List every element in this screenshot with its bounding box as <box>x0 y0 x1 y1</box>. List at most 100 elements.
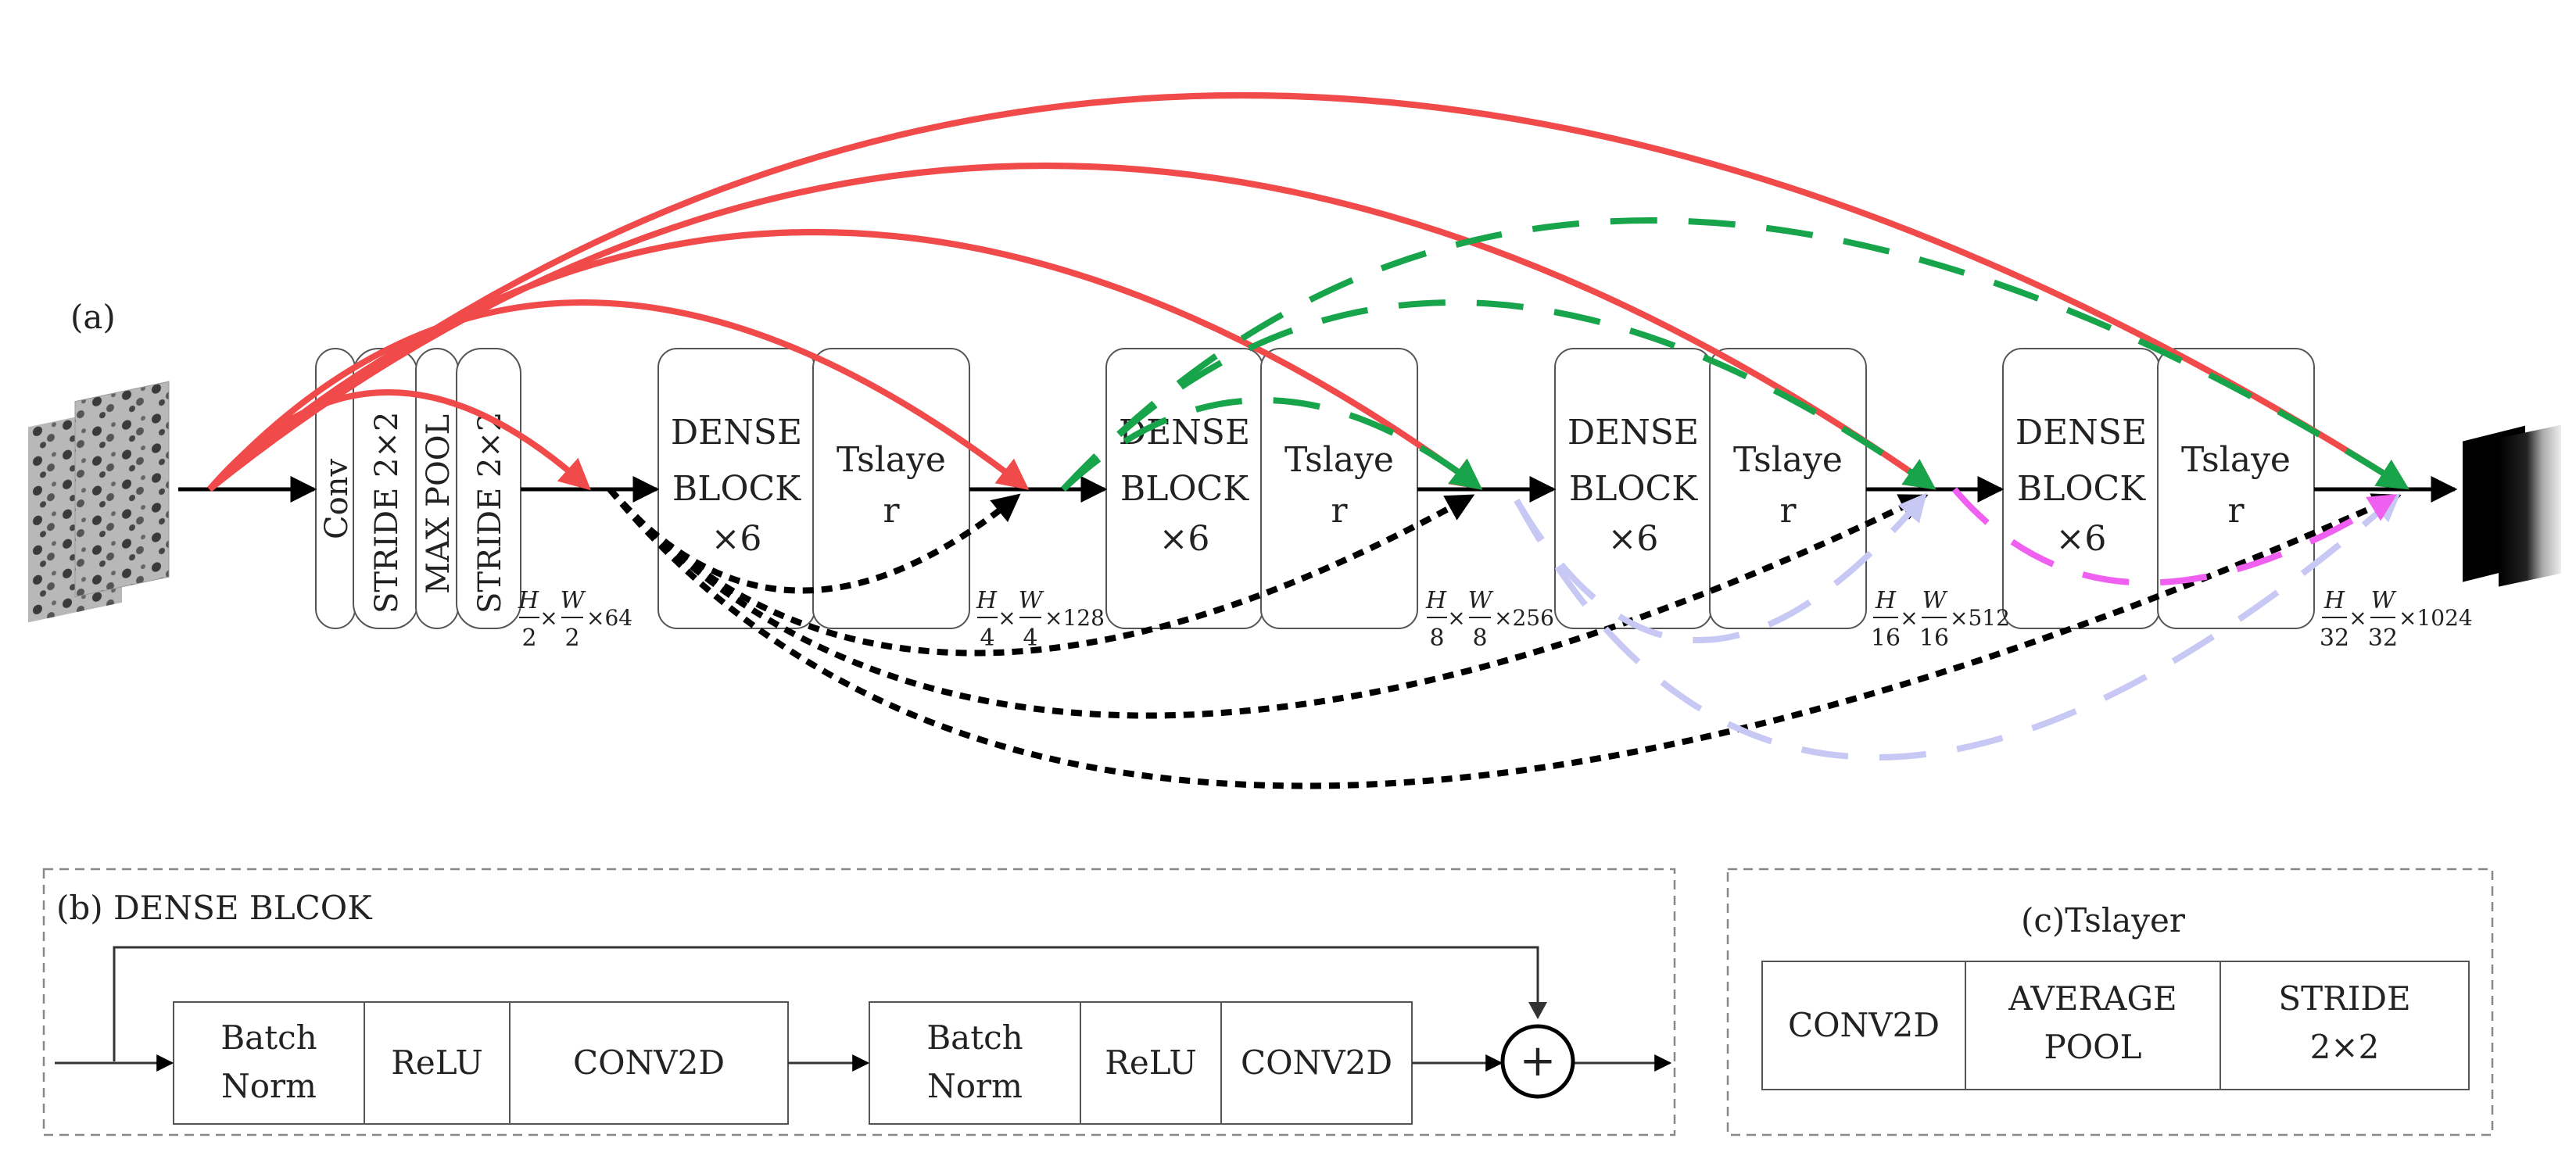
bn-1-line-1: Batch <box>220 1018 317 1057</box>
shape-3-hd: 8 <box>1429 625 1444 652</box>
shape-1-wd: 2 <box>564 625 579 652</box>
shape-3-times: × <box>1447 605 1465 631</box>
tslayer-stride-cell <box>2220 961 2470 1090</box>
panel-c: (c)Tslayer CONV2D AVERAGE POOL STRIDE 2×… <box>1726 868 2494 1136</box>
shape-3-h: H <box>1425 587 1447 614</box>
dotted-skip-3 <box>607 487 1929 719</box>
red-skip-5 <box>207 92 2409 492</box>
tslayer-avgpool-line-2: POOL <box>2044 1028 2141 1066</box>
output-image-stack-icon <box>2463 424 2561 587</box>
shape-1-c: ×64 <box>586 605 632 631</box>
bypass-arrowhead-icon <box>1528 1002 1547 1019</box>
green-skip-3 <box>1061 217 2409 492</box>
transition-3-line-1: Tslaye <box>1733 440 1843 480</box>
stem-conv-label: Conv <box>319 459 355 539</box>
dense-block-4-line-3: ×6 <box>2056 519 2107 559</box>
shape-label-5: H 32 × W 32 ×1024 <box>2320 587 2473 652</box>
bn-2-line-2: Norm <box>927 1067 1023 1105</box>
bn-block-2 <box>869 1001 1081 1125</box>
sum-node-icon <box>1500 1024 1575 1099</box>
bn-block-1 <box>173 1001 365 1125</box>
dense-block-2-line-3: ×6 <box>1159 519 1210 559</box>
stage-4: DENSE BLOCK ×6 Tslaye r <box>2002 348 2315 629</box>
panel-c-frame <box>1726 868 2494 1136</box>
dense-block-4-line-1: DENSE <box>2015 413 2147 453</box>
dense-block-1-line-2: BLOCK <box>672 469 801 509</box>
conv2d-block-1 <box>509 1001 789 1125</box>
lavender-skip-1 <box>1514 492 1927 643</box>
panel-c-title: (c)Tslayer <box>2021 901 2186 939</box>
transition-3-line-2: r <box>1779 491 1797 531</box>
shape-1-times: × <box>539 605 557 631</box>
bypass-connection <box>113 946 1539 1061</box>
stem-stride-label-2: STRIDE 2×2 <box>472 412 508 614</box>
shape-3-w: W <box>1468 587 1494 614</box>
panel-a: (a) Conv STRIDE 2×2 MAX POOL STRIDE 2×2 … <box>28 92 2561 789</box>
relu-1-label: ReLU <box>391 1043 482 1082</box>
shape-label-3: H 8 × W 8 ×256 <box>1425 587 1554 652</box>
transition-2-line-2: r <box>1331 491 1348 531</box>
dense-block-2-line-2: BLOCK <box>1120 469 1249 509</box>
shape-1-h: H <box>518 587 539 614</box>
stem-stride-label-1: STRIDE 2×2 <box>369 412 405 614</box>
bn-2-line-1: Batch <box>926 1018 1023 1057</box>
shape-4-hd: 16 <box>1871 625 1901 652</box>
shape-label-2: H 4 × W 4 ×128 <box>976 587 1105 652</box>
shape-label-1: H 2 × W 2 ×64 <box>518 587 632 652</box>
shape-2-w: W <box>1019 587 1044 614</box>
shape-5-hd: 32 <box>2320 625 2349 652</box>
tslayer-avgpool-cell <box>1965 961 2221 1090</box>
lavender-skip-2 <box>1514 493 2401 761</box>
shape-5-times: × <box>2348 605 2366 631</box>
dense-block-1-line-1: DENSE <box>671 413 802 453</box>
dense-block-3-line-2: BLOCK <box>1569 469 1698 509</box>
transition-4-line-1: Tslaye <box>2181 440 2291 480</box>
transition-4-line-2: r <box>2227 491 2245 531</box>
shape-4-c: ×512 <box>1950 605 2010 631</box>
red-skip-2 <box>207 299 1030 492</box>
transition-2-line-1: Tslaye <box>1284 440 1394 480</box>
sum-node-symbol: + <box>1520 1036 1557 1086</box>
shape-5-c: ×1024 <box>2399 605 2473 631</box>
dense-block-3-line-1: DENSE <box>1567 413 1699 453</box>
transition-1-line-2: r <box>883 491 900 531</box>
stage-3: DENSE BLOCK ×6 Tslaye r <box>1554 348 1867 629</box>
relu-2-label: ReLU <box>1105 1043 1196 1082</box>
shape-2-c: ×128 <box>1044 605 1105 631</box>
conv2d-1-label: CONV2D <box>573 1043 725 1082</box>
dense-block-3-line-3: ×6 <box>1608 519 1659 559</box>
shape-3-c: ×256 <box>1494 605 1554 631</box>
dense-block-1-line-3: ×6 <box>711 519 762 559</box>
tslayer-conv2d-label: CONV2D <box>1788 1006 1940 1044</box>
shape-2-wd: 4 <box>1023 625 1037 652</box>
shape-5-h: H <box>2323 587 2345 614</box>
stem-blocks: Conv STRIDE 2×2 MAX POOL STRIDE 2×2 <box>315 348 521 629</box>
black-dotted-connections <box>607 487 2402 789</box>
shape-label-4: H 16 × W 16 ×512 <box>1871 587 2010 652</box>
transition-layer-1 <box>812 348 970 629</box>
panel-b-title: (b) DENSE BLCOK <box>56 889 373 927</box>
red-skip-4 <box>207 163 1936 492</box>
panel-a-label: (a) <box>70 298 116 336</box>
conv2d-block-2 <box>1220 1001 1413 1125</box>
shape-4-times: × <box>1900 605 1918 631</box>
green-skip-2 <box>1061 299 1936 492</box>
shape-3-wd: 8 <box>1472 625 1487 652</box>
input-image-stack-icon <box>28 381 170 623</box>
shape-4-wd: 16 <box>1919 625 1949 652</box>
shape-2-hd: 4 <box>980 625 994 652</box>
tslayer-conv2d-cell <box>1761 961 1966 1090</box>
stem-maxpool-label: MAX POOL <box>421 414 457 594</box>
shape-labels: H 2 × W 2 ×64 H 4 × W 4 ×128 H <box>518 587 2473 652</box>
shape-1-hd: 2 <box>521 625 536 652</box>
green-skip-connections <box>1061 217 2409 492</box>
relu-block-1 <box>364 1001 511 1125</box>
dotted-skip-4 <box>607 487 2402 789</box>
relu-block-2 <box>1080 1001 1222 1125</box>
panel-b-frame <box>42 868 1676 1136</box>
shape-2-times: × <box>998 605 1016 631</box>
red-skip-connections <box>206 92 2409 492</box>
transition-1-line-1: Tslaye <box>837 440 946 480</box>
lavender-skip-connections <box>1514 492 2401 761</box>
